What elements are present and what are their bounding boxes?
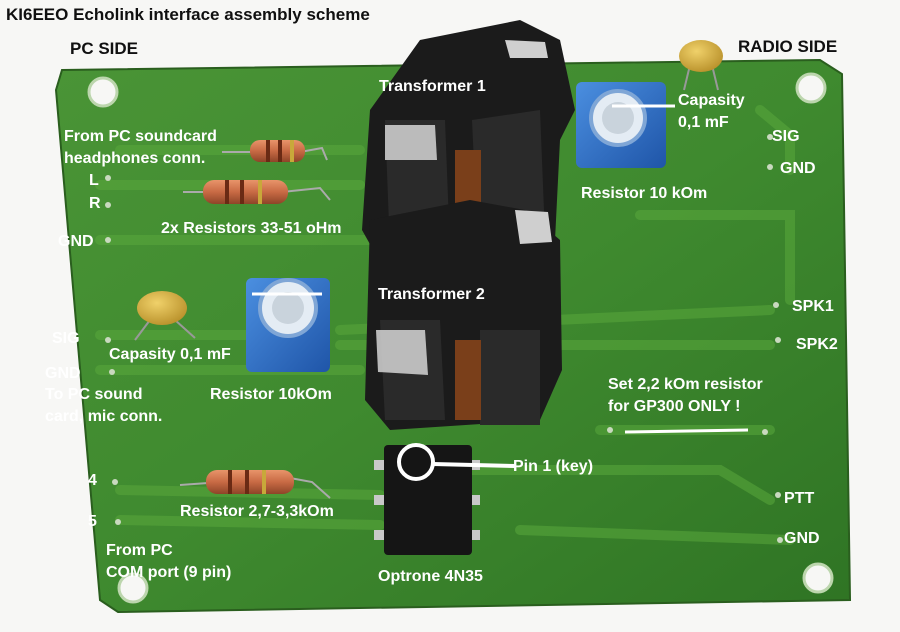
label-resistor-10kom-left: Resistor 10kOm <box>210 386 332 403</box>
label-resistor-27: Resistor 2,7-3,3kOm <box>180 503 334 520</box>
label-sig-right: SIG <box>772 128 800 145</box>
resistor-bottom <box>179 470 331 499</box>
label-gnd-right-bottom: GND <box>784 530 820 547</box>
label-resistor-10kom-right: Resistor 10 kOm <box>581 185 708 202</box>
resistor-middle <box>183 180 331 204</box>
label-mic-conn: card, mic conn. <box>45 408 163 425</box>
label-sig-left: SIG <box>52 330 80 347</box>
label-set-resistor: Set 2,2 kOm resistor <box>608 376 763 393</box>
label-l: L <box>89 172 99 189</box>
label-capasity-right-value: 0,1 mF <box>678 114 729 131</box>
label-pin1: Pin 1 (key) <box>513 458 594 475</box>
label-headphones-conn: headphones conn. <box>64 150 206 167</box>
label-capasity-right: Capasity <box>678 92 745 109</box>
label-gnd-left-top: GND <box>58 233 94 250</box>
label-spk1: SPK1 <box>792 298 834 315</box>
label-gnd-left-mid: GND <box>45 365 81 382</box>
page-title: KI6EEO Echolink interface assembly schem… <box>6 5 370 24</box>
label-gp300-only: for GP300 ONLY ! <box>608 398 741 415</box>
radio-side-heading: RADIO SIDE <box>738 37 838 56</box>
label-optrone: Optrone 4N35 <box>378 568 483 585</box>
pc-side-heading: PC SIDE <box>70 39 139 58</box>
label-from-pc-soundcard: From PC soundcard <box>64 128 217 145</box>
annotation-lines <box>252 104 749 434</box>
label-from-pc: From PC <box>106 542 173 559</box>
optocoupler-chip <box>374 443 516 555</box>
label-transformer-2: Transformer 2 <box>378 286 485 303</box>
trimmer-right <box>576 82 666 168</box>
label-ptt: PTT <box>784 490 815 507</box>
capacitor-left <box>134 291 196 341</box>
label-transformer-1: Transformer 1 <box>379 78 486 95</box>
trimmer-left <box>246 278 330 372</box>
label-pin-4: 4 <box>88 472 97 489</box>
label-spk2: SPK2 <box>796 336 838 353</box>
label-capasity-left: Capasity 0,1 mF <box>109 346 231 363</box>
label-resistors-2x: 2x Resistors 33-51 oHm <box>161 220 342 237</box>
label-to-pc-sound: To PC sound <box>45 386 143 403</box>
capacitor-right <box>679 40 723 91</box>
label-gnd-right-top: GND <box>780 160 816 177</box>
label-pin-5: 5 <box>88 513 97 530</box>
label-com-port: COM port (9 pin) <box>106 564 232 581</box>
resistor-top <box>222 140 328 162</box>
transformer-2 <box>365 200 562 430</box>
label-r: R <box>89 195 101 212</box>
